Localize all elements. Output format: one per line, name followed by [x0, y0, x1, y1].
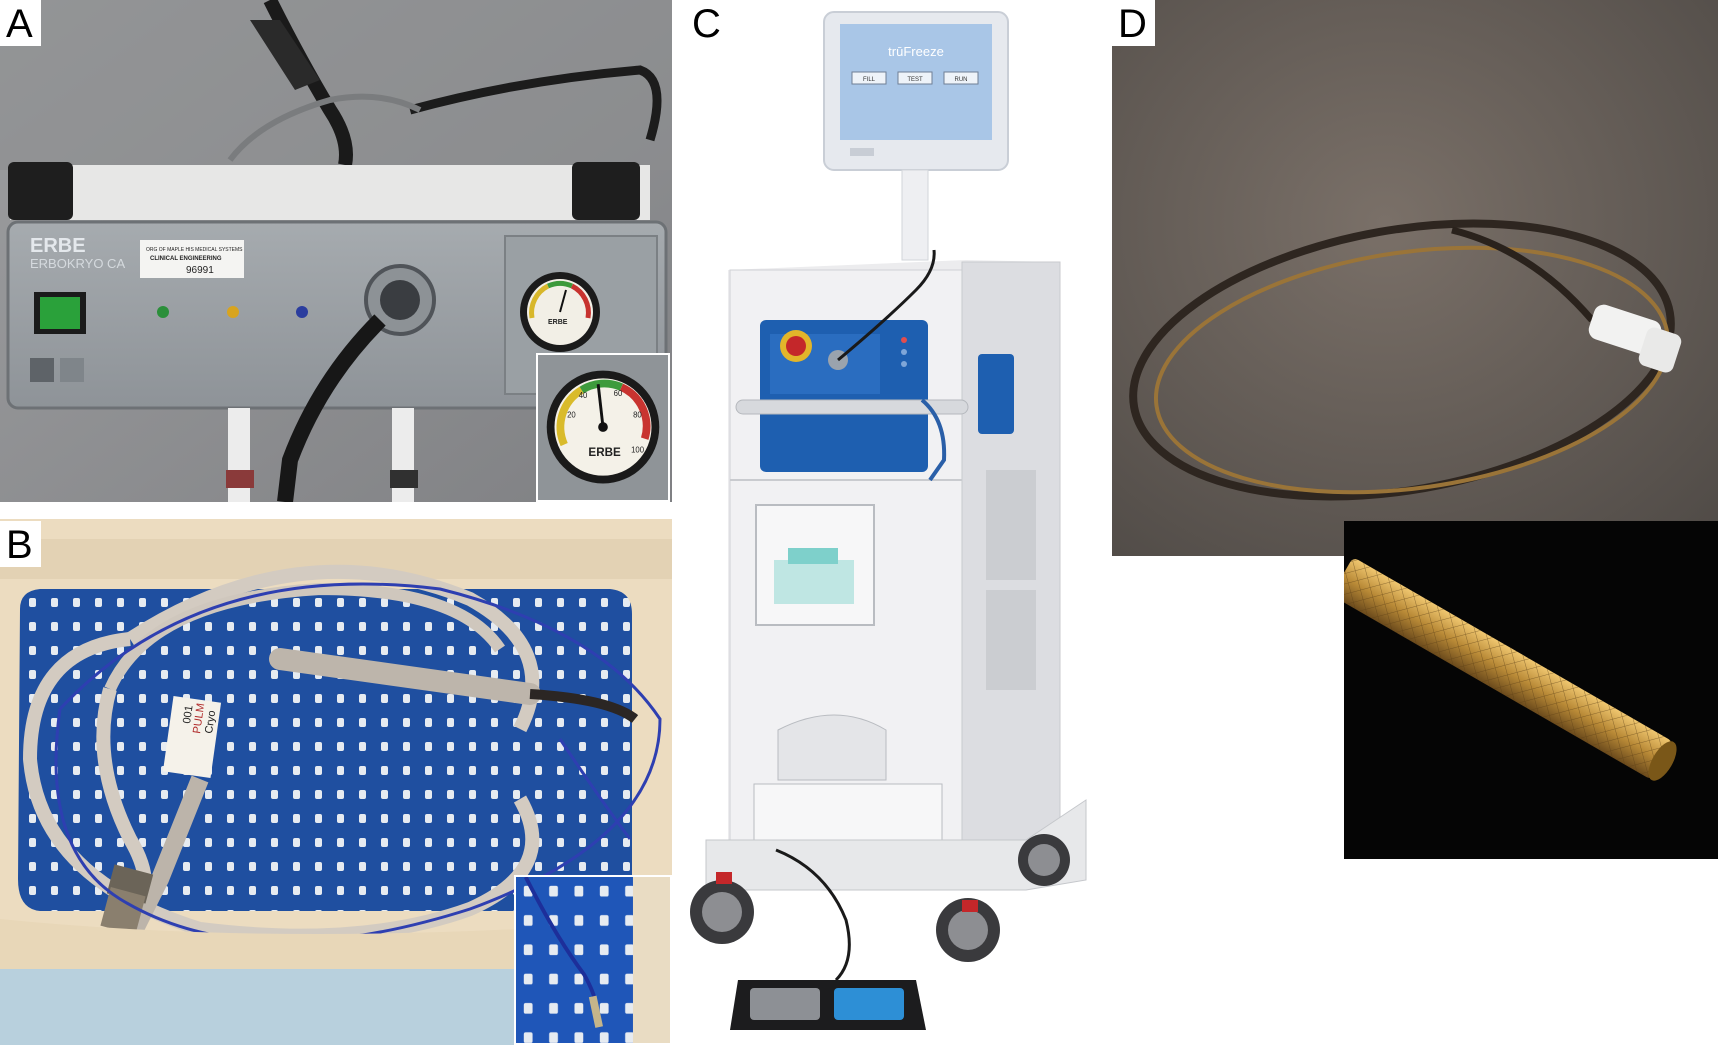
panel-label-d: D: [1112, 0, 1155, 46]
panel-d-probe-closeup: [1344, 521, 1718, 859]
screen-button-test: TEST: [907, 77, 923, 83]
asset-tag-line1: ORG OF MAPLE HIS MEDICAL SYSTEMS: [146, 247, 243, 253]
screen-brand-text: trūFreeze: [888, 44, 944, 59]
cable-tag-text-2: Cryo: [203, 710, 218, 735]
device-brand-text: ERBE: [30, 235, 86, 257]
gauge-inset: 20 40 60 80 100 ERBE: [536, 353, 670, 502]
gauge-brand-text: ERBE: [548, 319, 568, 326]
panel-a-photo: ERBE ERBOKRYO CA ORG OF MAPLE HIS MEDICA…: [0, 0, 672, 502]
screen-button-run: RUN: [955, 77, 968, 83]
cable-tag-text-1: PULM: [191, 702, 207, 734]
gauge-tick-60: 60: [614, 389, 623, 398]
screen-button-fill: FILL: [863, 77, 876, 83]
panel-d-photo: [1112, 0, 1718, 556]
panel-b: PULM Cryo 001 B: [0, 519, 672, 1045]
asset-tag-line2: CLINICAL ENGINEERING: [150, 256, 222, 262]
gauge-tick-40: 40: [579, 391, 588, 400]
panel-a: ERBE ERBOKRYO CA ORG OF MAPLE HIS MEDICA…: [0, 0, 672, 502]
gauge-tick-20: 20: [567, 410, 576, 419]
panel-label-b: B: [0, 521, 41, 567]
device-model-text: ERBOKRYO CA: [30, 256, 125, 271]
panel-c: trūFreeze FILL TEST RUN: [686, 0, 1104, 1045]
panel-c-photo: trūFreeze FILL TEST RUN: [686, 0, 1104, 1045]
inset-gauge-brand-text: ERBE: [588, 446, 621, 459]
gauge-tick-100: 100: [631, 445, 645, 454]
probe-tip-inset: [514, 875, 672, 1045]
cable-tag-text-3: 001: [181, 705, 195, 725]
asset-number-text: 96991: [186, 265, 214, 276]
panel-label-a: A: [0, 0, 41, 46]
panel-label-c: C: [686, 0, 729, 46]
panel-d: D: [1112, 0, 1718, 556]
gauge-tick-80: 80: [633, 410, 642, 419]
